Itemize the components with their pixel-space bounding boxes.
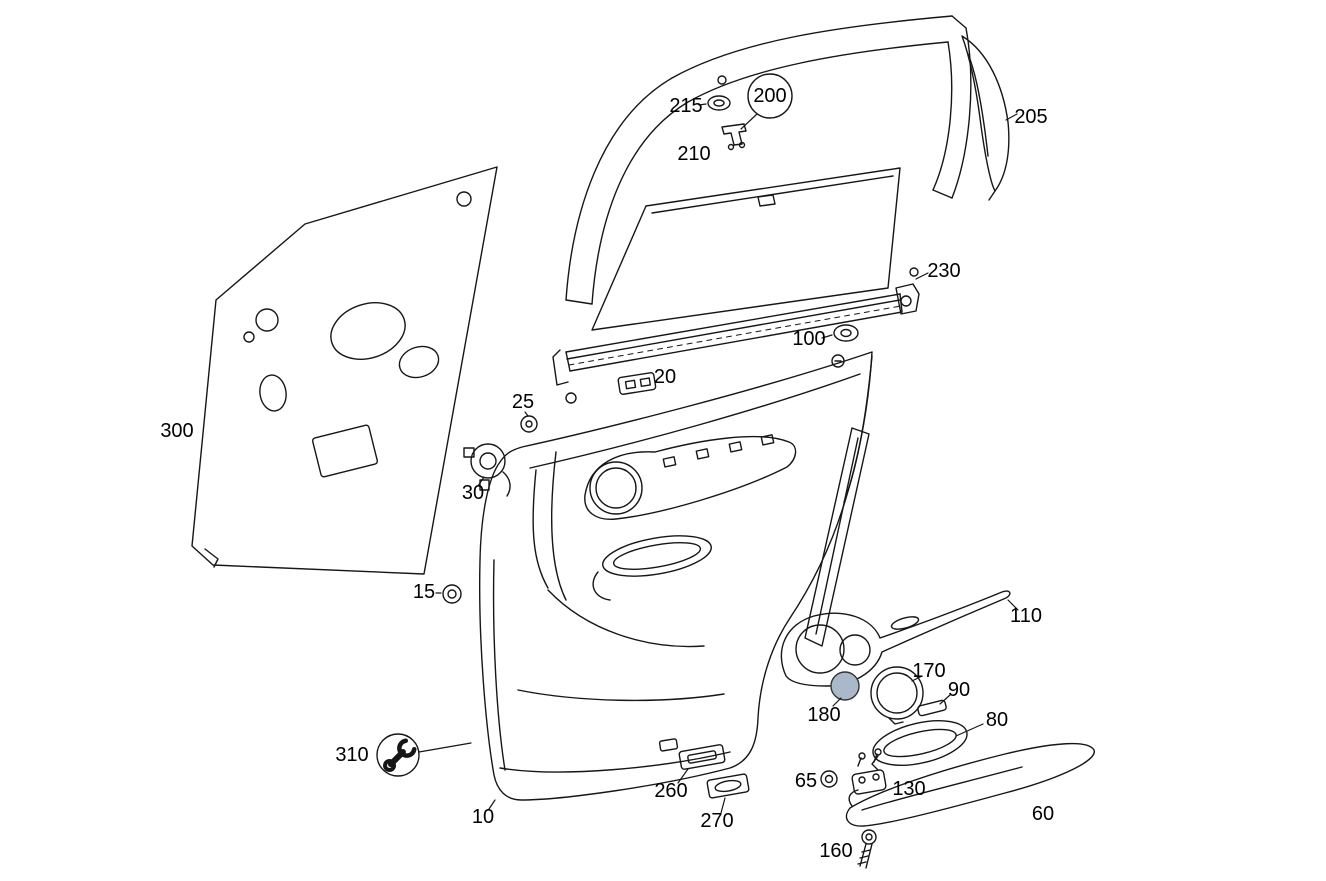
part-label-170[interactable]: 170 [912, 660, 946, 682]
part-label-230[interactable]: 230 [927, 260, 961, 282]
part-screw-160 [857, 829, 877, 869]
part-label-30[interactable]: 30 [461, 482, 485, 504]
part-label-205[interactable]: 205 [1014, 106, 1048, 128]
part-switch-cover-270 [706, 773, 750, 799]
part-label-300[interactable]: 300 [160, 420, 194, 442]
part-label-215[interactable]: 215 [669, 95, 703, 117]
part-cap-180 [830, 671, 860, 701]
part-label-100[interactable]: 100 [792, 328, 826, 350]
callout-balloon-200 [747, 73, 793, 119]
part-door-trim-panel-10 [479, 351, 873, 801]
part-insulation-panel-300 [191, 166, 498, 575]
part-window-frame [565, 15, 972, 305]
part-label-80[interactable]: 80 [985, 709, 1009, 731]
part-clip-215 [707, 95, 731, 111]
part-label-180[interactable]: 180 [807, 704, 841, 726]
part-label-65[interactable]: 65 [794, 770, 818, 792]
part-clip-90 [917, 699, 947, 717]
part-bracket-20 [617, 372, 657, 395]
part-label-25[interactable]: 25 [511, 391, 535, 413]
part-label-310[interactable]: 310 [335, 744, 369, 766]
wrench-icon [383, 738, 417, 772]
part-switch-cover-260 [678, 744, 726, 770]
part-label-130[interactable]: 130 [892, 778, 926, 800]
leader-lines [418, 103, 1019, 814]
part-grommet-65 [820, 770, 838, 788]
part-sunshade-230 [552, 167, 920, 404]
part-bracket-130 [851, 748, 887, 795]
part-armrest-60 [845, 742, 1095, 827]
part-pull-handle-80 [871, 720, 968, 771]
tool-callout-310 [376, 733, 420, 777]
part-label-200[interactable]: 200 [753, 85, 787, 107]
part-label-60[interactable]: 60 [1031, 803, 1055, 825]
part-label-260[interactable]: 260 [654, 780, 688, 802]
part-label-160[interactable]: 160 [819, 840, 853, 862]
part-tweeter-30 [463, 443, 511, 497]
part-label-210[interactable]: 210 [677, 143, 711, 165]
part-label-20[interactable]: 20 [653, 366, 677, 388]
part-label-15[interactable]: 15 [412, 581, 436, 603]
part-label-10[interactable]: 10 [471, 806, 495, 828]
part-grommet-15 [442, 584, 462, 604]
part-label-110[interactable]: 110 [1010, 605, 1042, 627]
part-pillar-trim-205 [961, 35, 1010, 201]
part-speaker-ring-170 [870, 666, 924, 725]
part-label-270[interactable]: 270 [700, 810, 734, 832]
part-label-90[interactable]: 90 [947, 679, 971, 701]
part-rear-edge-strip [804, 427, 870, 647]
part-clip-25 [520, 415, 538, 433]
